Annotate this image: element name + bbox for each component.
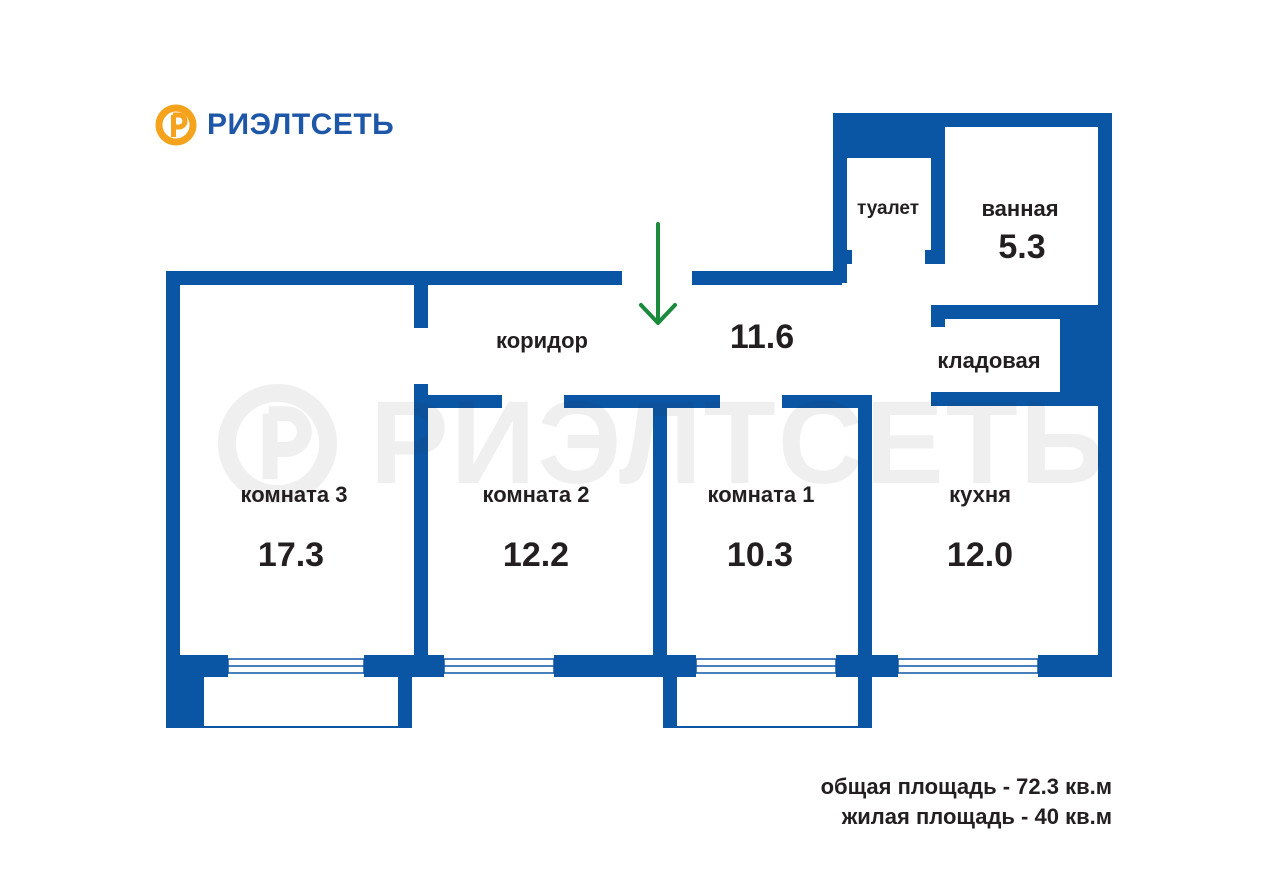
walls xyxy=(166,113,1112,728)
toilet-label: туалет xyxy=(856,198,920,219)
kitchen-label: кухня xyxy=(949,482,1011,507)
storage-label: кладовая xyxy=(937,348,1041,373)
kitchen-area: 12.0 xyxy=(946,536,1014,574)
room2-label: комната 2 xyxy=(482,482,590,507)
room3-area: 17.3 xyxy=(257,536,325,574)
room2-area: 12.2 xyxy=(502,536,570,574)
room3-label: комната 3 xyxy=(240,482,348,507)
bathroom-area: 5.3 xyxy=(998,228,1046,266)
realtset-logo-icon xyxy=(155,104,197,146)
room1-label: комната 1 xyxy=(707,482,815,507)
area-totals: общая площадь - 72.3 кв.м жилая площадь … xyxy=(821,772,1112,832)
room1-area: 10.3 xyxy=(726,536,794,574)
corridor-area: 11.6 xyxy=(729,318,795,356)
brand-logo: РИЭЛТСЕТЬ xyxy=(155,104,394,146)
bathroom-label: ванная xyxy=(981,196,1059,221)
living-area: жилая площадь - 40 кв.м xyxy=(841,804,1112,829)
corridor-label: коридор xyxy=(496,328,588,353)
entrance-arrow-icon xyxy=(639,222,677,325)
brand-name: РИЭЛТСЕТЬ xyxy=(207,108,395,141)
windows xyxy=(227,658,1039,674)
total-area: общая площадь - 72.3 кв.м xyxy=(820,774,1112,799)
